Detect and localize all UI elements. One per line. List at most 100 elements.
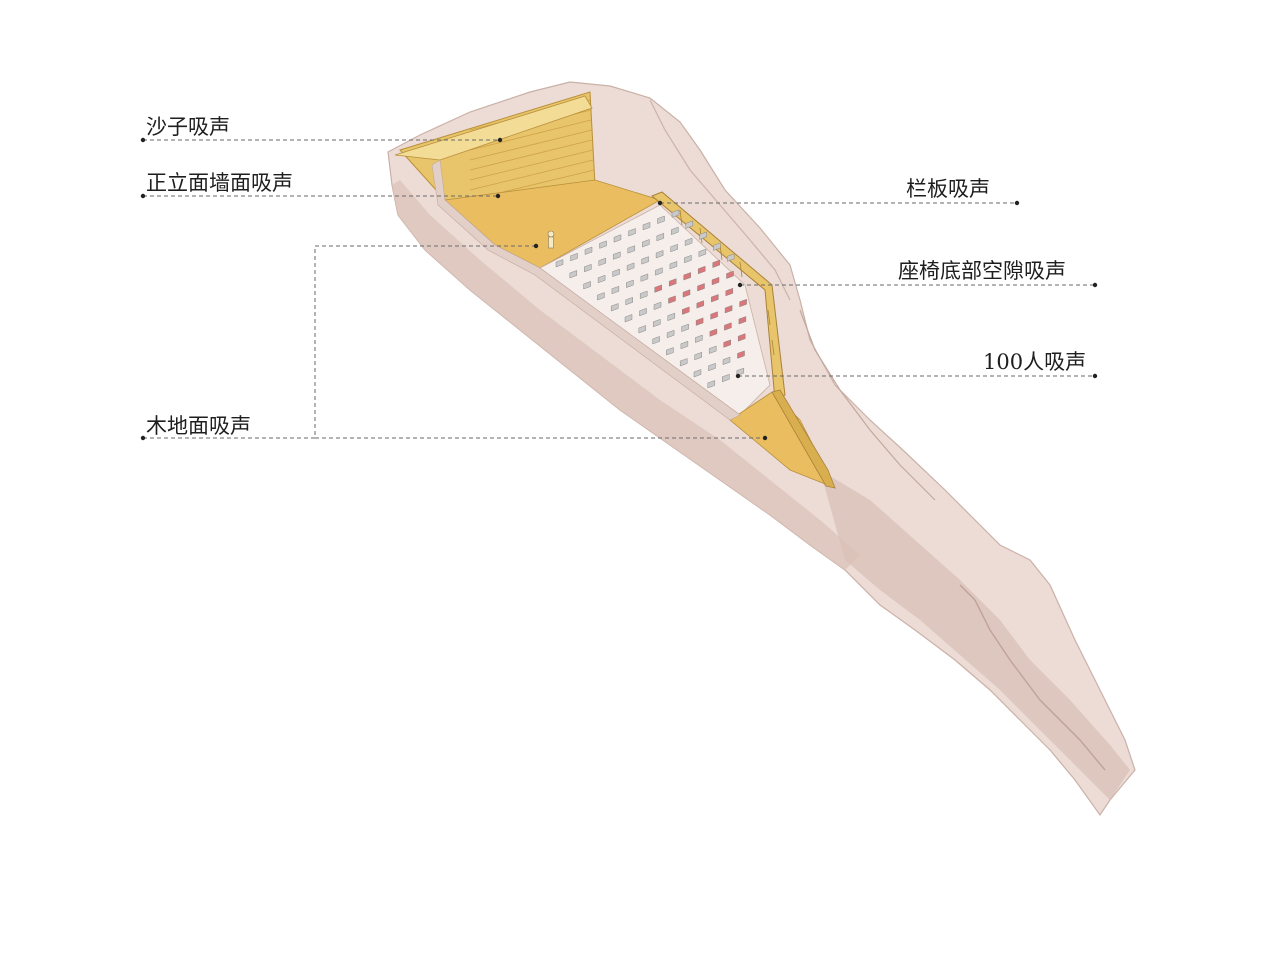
seat xyxy=(681,323,689,332)
seat xyxy=(684,237,693,246)
seat xyxy=(736,367,744,376)
seat xyxy=(642,222,651,231)
seat xyxy=(656,233,664,242)
seat xyxy=(671,226,679,235)
seat xyxy=(613,251,621,260)
leader-people-dot-end xyxy=(1092,373,1098,379)
seat xyxy=(669,261,678,270)
seat xyxy=(569,270,577,279)
seat xyxy=(697,283,705,292)
seat xyxy=(653,318,661,328)
label-wood-floor: 木地面吸声 xyxy=(146,414,251,438)
leader-railing-dot-start xyxy=(657,200,663,206)
seat xyxy=(680,358,688,367)
seat xyxy=(695,317,704,326)
seat xyxy=(555,259,564,268)
leader-wood-floor-dot-start xyxy=(140,435,146,441)
seat xyxy=(654,284,662,293)
leader-front-wall-dot-end xyxy=(495,193,501,199)
seat xyxy=(682,306,690,315)
seat xyxy=(709,328,718,337)
seat xyxy=(671,209,680,218)
seat xyxy=(570,253,578,262)
leader-sand-dot-end xyxy=(497,137,503,143)
seat xyxy=(639,308,647,317)
seat xyxy=(710,311,718,320)
seat xyxy=(667,312,675,321)
leader-wood-floor xyxy=(143,245,536,439)
seat xyxy=(699,231,707,240)
seat xyxy=(726,270,734,279)
seat xyxy=(597,274,606,284)
seat xyxy=(696,300,704,309)
label-sand: 沙子吸声 xyxy=(146,115,230,139)
seat xyxy=(628,228,636,237)
seat xyxy=(653,301,662,310)
labels: 沙子吸声 正立面墙面吸声 木地面吸声 栏板吸声 座椅底部空隙吸声 100人吸声 xyxy=(146,115,1086,438)
leader-people-dot-start xyxy=(735,373,741,379)
performer-figure xyxy=(547,230,555,249)
seat xyxy=(597,292,605,301)
left-cavity-wall xyxy=(431,159,741,421)
leader-wood-floor-dot-end-2 xyxy=(762,435,768,441)
seat xyxy=(724,305,733,314)
label-railing: 栏板吸声 xyxy=(906,177,990,201)
seat xyxy=(698,248,707,257)
seat xyxy=(707,380,715,389)
railing xyxy=(651,191,786,401)
seat xyxy=(598,257,606,266)
seat xyxy=(669,278,677,287)
seat xyxy=(640,273,649,282)
seat xyxy=(693,369,702,378)
seat xyxy=(711,277,720,286)
seat xyxy=(724,322,732,331)
seat xyxy=(641,256,649,265)
label-front-wall: 正立面墙面吸声 xyxy=(146,171,293,195)
seat xyxy=(738,333,746,342)
seat xyxy=(684,254,692,264)
rock-shade-1 xyxy=(392,180,860,570)
seat xyxy=(722,356,731,365)
seat xyxy=(695,334,703,343)
seat xyxy=(713,242,721,251)
seat xyxy=(625,297,633,306)
seat xyxy=(727,253,735,262)
seat xyxy=(612,268,620,277)
seat xyxy=(652,336,660,345)
seat xyxy=(698,265,706,275)
seat xyxy=(611,303,619,312)
seat xyxy=(739,298,747,308)
rock-ridge xyxy=(959,584,1106,771)
rock-ridge-2 xyxy=(649,99,791,301)
seat xyxy=(624,314,633,323)
seat xyxy=(738,316,747,325)
seat xyxy=(709,345,717,354)
seat xyxy=(655,267,663,276)
leader-railing-dot-end xyxy=(1014,200,1020,206)
seat xyxy=(737,350,745,359)
seat xyxy=(685,220,693,229)
seat xyxy=(611,285,620,295)
seat xyxy=(657,215,665,224)
seat xyxy=(670,244,678,253)
seat xyxy=(723,339,731,348)
leader-sand-dot-start xyxy=(140,137,146,143)
seat xyxy=(666,347,674,356)
seat xyxy=(712,259,720,268)
seat xyxy=(583,281,591,290)
seat xyxy=(722,373,730,383)
seat xyxy=(711,294,719,303)
seat xyxy=(627,245,635,254)
leader-seat-gap-dot-end xyxy=(1092,282,1098,288)
leader-wood-floor-dot-end xyxy=(533,243,539,249)
seat xyxy=(626,279,634,288)
seat xyxy=(655,250,664,259)
label-seat-gap: 座椅底部空隙吸声 xyxy=(898,259,1066,283)
seat xyxy=(725,288,733,297)
label-people: 100人吸声 xyxy=(983,350,1086,374)
seat xyxy=(708,363,716,372)
seat xyxy=(694,352,702,361)
seat xyxy=(613,234,622,243)
rock-shade-2 xyxy=(820,470,1130,800)
seat xyxy=(682,289,691,298)
